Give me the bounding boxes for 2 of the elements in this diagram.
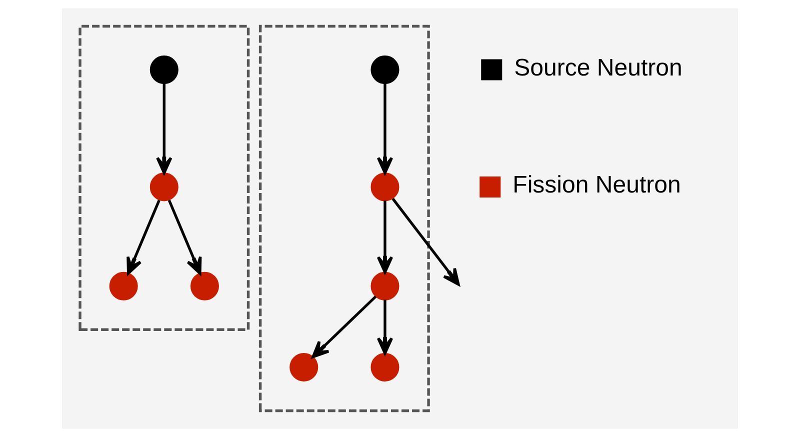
legend-label: Fission Neutron <box>512 172 680 199</box>
legend-label: Source Neutron <box>514 54 682 82</box>
